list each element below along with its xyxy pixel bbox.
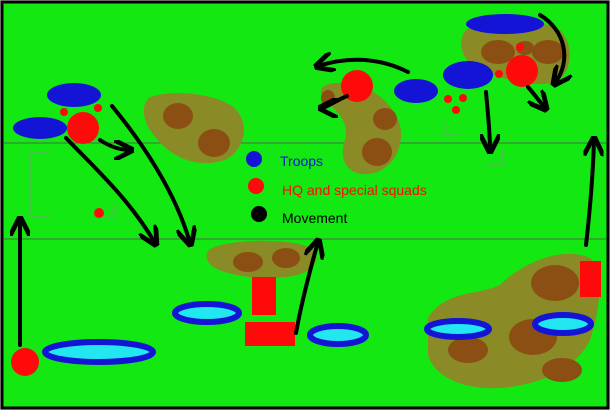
- vehicle-unit: [42, 339, 156, 365]
- hq-unit: [67, 112, 99, 144]
- legend: Troops HQ and special squads Movement: [246, 151, 427, 226]
- zone-marker-right: [443, 122, 458, 135]
- vehicle-unit: [307, 323, 369, 347]
- movement-arrow: [322, 94, 349, 108]
- troop-unit: [47, 83, 101, 107]
- vehicle-unit: [424, 318, 492, 340]
- hq-marker: [495, 70, 503, 78]
- movement-arrow: [526, 85, 545, 108]
- special-squad-block: [580, 261, 601, 297]
- hq-marker: [452, 106, 460, 114]
- zone-marker-right-b: [488, 150, 503, 166]
- forest-top-center: [143, 93, 244, 164]
- forest-crescent: [320, 82, 401, 175]
- movement-arrow: [294, 242, 318, 335]
- vehicle-unit: [532, 312, 594, 336]
- movement-arrow: [586, 140, 594, 247]
- special-squad-block: [252, 277, 276, 315]
- movement-arrow: [318, 60, 410, 74]
- hq-unit: [506, 55, 538, 87]
- movement-arrow: [98, 138, 130, 150]
- legend-movement-swatch: [251, 206, 267, 222]
- hq-unit: [341, 70, 373, 102]
- hq-marker: [94, 104, 102, 112]
- hq-marker: [94, 208, 104, 218]
- movement-arrow: [538, 13, 564, 83]
- hq-unit: [11, 348, 39, 376]
- legend-troops-swatch: [246, 151, 262, 167]
- troop-units: [13, 14, 544, 139]
- forest-bottom-center: [206, 240, 317, 278]
- movement-arrows: [20, 13, 594, 347]
- hq-marker: [459, 94, 467, 102]
- hq-units: [11, 43, 601, 376]
- troop-unit: [394, 79, 438, 103]
- movement-arrow: [64, 136, 155, 243]
- special-squad-block: [245, 322, 295, 346]
- legend-hq-label: HQ and special squads: [282, 182, 427, 198]
- movement-arrow: [486, 90, 490, 150]
- troop-unit: [13, 117, 67, 139]
- hq-marker: [60, 108, 68, 116]
- zone-marker-left-b: [97, 202, 117, 217]
- troop-unit: [443, 61, 493, 89]
- hq-marker: [444, 95, 452, 103]
- troop-unit: [466, 14, 544, 34]
- movement-arrow: [110, 104, 190, 243]
- vehicle-unit: [172, 301, 242, 325]
- vehicle-units: [42, 301, 594, 365]
- zone-marker-left: [30, 151, 50, 217]
- legend-movement-label: Movement: [282, 210, 347, 226]
- legend-troops-label: Troops: [280, 153, 323, 169]
- legend-hq-swatch: [248, 178, 264, 194]
- hq-marker: [516, 43, 524, 51]
